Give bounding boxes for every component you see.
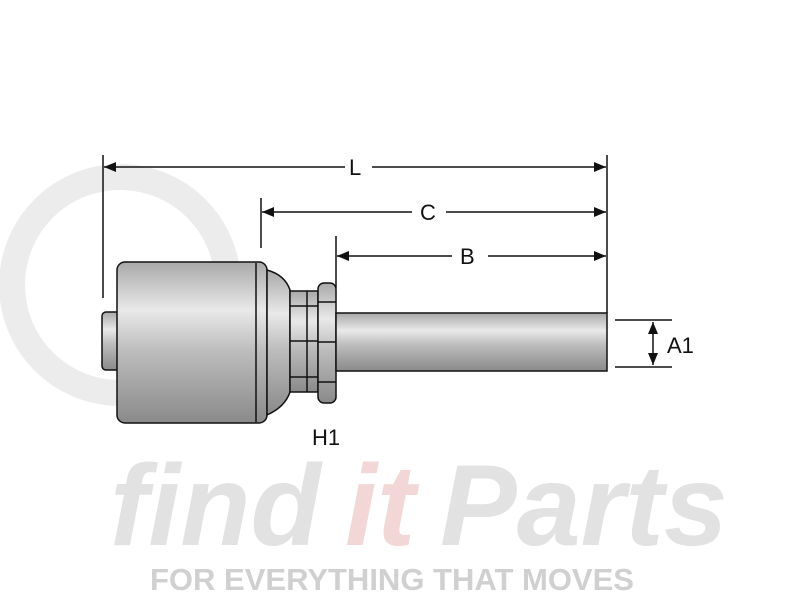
dimension-lines [102, 155, 672, 368]
watermark-brand-find: find [110, 442, 323, 570]
watermark-brand-it: it [345, 442, 420, 570]
hose-fitting [101, 261, 608, 424]
watermark-brand-parts: Parts [440, 442, 728, 570]
watermark-tagline: FOR EVERYTHING THAT MOVES [150, 562, 634, 597]
watermark-logo: find it Parts FOR EVERYTHING THAT MOVES [110, 442, 728, 597]
dim-label-B: B [460, 244, 475, 269]
ferrule-body [116, 261, 268, 424]
hex-nut [317, 282, 337, 404]
dim-label-C: C [420, 200, 436, 225]
dim-label-L: L [349, 155, 361, 180]
dim-label-H1: H1 [312, 425, 340, 450]
tube [335, 312, 608, 372]
collar [266, 269, 291, 417]
dim-label-A1: A1 [667, 333, 694, 358]
